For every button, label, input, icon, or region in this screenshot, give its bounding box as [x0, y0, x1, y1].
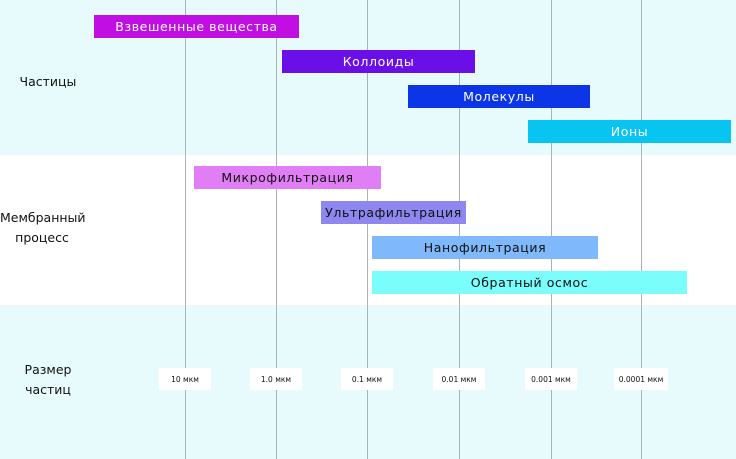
row-label-membrane-line2: процесс	[15, 230, 69, 245]
process-bar-reverse-osmosis: Обратный осмос	[372, 271, 687, 294]
process-bar-nanofiltration: Нанофильтрация	[372, 236, 598, 259]
grid-line-0-001um	[551, 0, 552, 459]
grid-line-0-0001um	[641, 0, 642, 459]
grid-line-0-01um	[459, 0, 460, 459]
process-bar-ultrafiltration: Ультрафильтрация	[321, 201, 466, 224]
process-bar-microfiltration: Микрофильтрация	[194, 166, 381, 189]
scale-tick-10um: 10 мкм	[159, 368, 211, 390]
particle-bar-colloids: Коллоиды	[282, 50, 475, 73]
particle-bar-suspended-solids: Взвешенные вещества	[94, 15, 299, 38]
row-label-membrane-process: Мембранный процесс	[0, 208, 86, 248]
row-label-membrane-line1: Мембранный	[0, 210, 86, 225]
row-label-size-line2: частиц	[25, 382, 71, 397]
scale-tick-0-1um: 0.1 мкм	[341, 368, 393, 390]
particle-bar-molecules: Молекулы	[408, 85, 590, 108]
grid-line-0-1um	[367, 0, 368, 459]
grid-line-1um	[276, 0, 277, 459]
scale-tick-1um: 1.0 мкм	[250, 368, 302, 390]
row-label-particle-size: Размер частиц	[8, 360, 88, 400]
particle-bar-ions: Ионы	[528, 120, 731, 143]
row-label-particles: Частицы	[19, 74, 77, 89]
scale-tick-0-0001um: 0.0001 мкм	[614, 368, 668, 390]
row-label-size-line1: Размер	[24, 362, 72, 377]
scale-tick-0-001um: 0.001 мкм	[525, 368, 577, 390]
scale-tick-0-01um: 0.01 мкм	[433, 368, 485, 390]
grid-line-10um	[185, 0, 186, 459]
